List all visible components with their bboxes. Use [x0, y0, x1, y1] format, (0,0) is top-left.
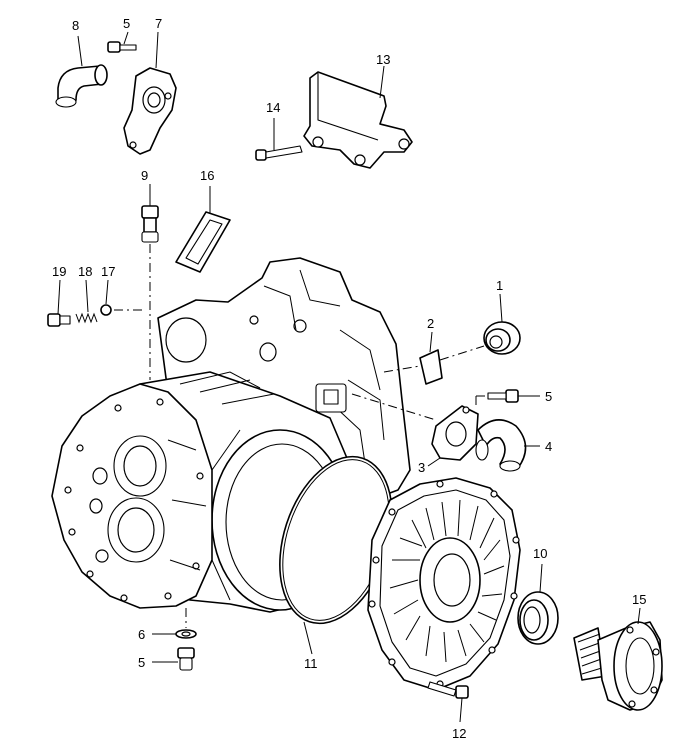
callout-6: 5	[138, 655, 145, 670]
part-8-bracket	[123, 31, 177, 155]
part-5-bolt-top	[107, 31, 137, 53]
part-11-seal-ring	[517, 563, 559, 645]
part-19-spring	[75, 279, 98, 324]
part-10-breather-fitting	[141, 184, 159, 380]
callout-18: 17	[101, 264, 115, 279]
callout-4: 4	[545, 439, 552, 454]
part-1-seal-ring	[439, 293, 521, 361]
part-7-washer	[152, 608, 197, 639]
part-20-plug	[47, 279, 71, 327]
callout-12: 11	[304, 656, 318, 671]
callout-labels: 8 5 7 13 14 9 16 19 18 17 1 2 5 4 3 10 1…	[52, 16, 646, 741]
callout-5-top: 5	[123, 16, 130, 31]
side-cover	[367, 477, 521, 691]
part-14-cover-plate	[303, 65, 413, 169]
callout-11: 10	[533, 546, 547, 561]
callout-9: 8	[72, 18, 79, 33]
callout-20: 19	[52, 264, 66, 279]
callout-10: 9	[141, 168, 148, 183]
callout-19: 18	[78, 264, 92, 279]
callout-13: 12	[452, 726, 466, 741]
part-9-elbow-hose	[55, 35, 108, 108]
part-17-cover	[175, 186, 231, 273]
part-13-bolt	[427, 681, 469, 723]
callout-3: 3	[418, 460, 425, 475]
callout-1: 1	[496, 278, 503, 293]
part-4-elbow	[475, 419, 540, 472]
callout-16: 15	[632, 592, 646, 607]
callout-7: 6	[138, 627, 145, 642]
part-5-bolt-right	[475, 389, 540, 408]
callout-5-right: 5	[545, 389, 552, 404]
part-15-bolt	[255, 118, 303, 161]
part-16-output-flange	[573, 607, 663, 711]
callout-14: 13	[376, 52, 390, 67]
part-3-mount-bracket	[351, 393, 479, 467]
part-6-drain-plug	[152, 647, 195, 671]
callout-8: 7	[155, 16, 162, 31]
callout-15: 14	[266, 100, 280, 115]
part-2-clip	[383, 331, 443, 385]
part-18-ball	[100, 279, 142, 316]
callout-17: 16	[200, 168, 214, 183]
callout-2: 2	[427, 316, 434, 331]
